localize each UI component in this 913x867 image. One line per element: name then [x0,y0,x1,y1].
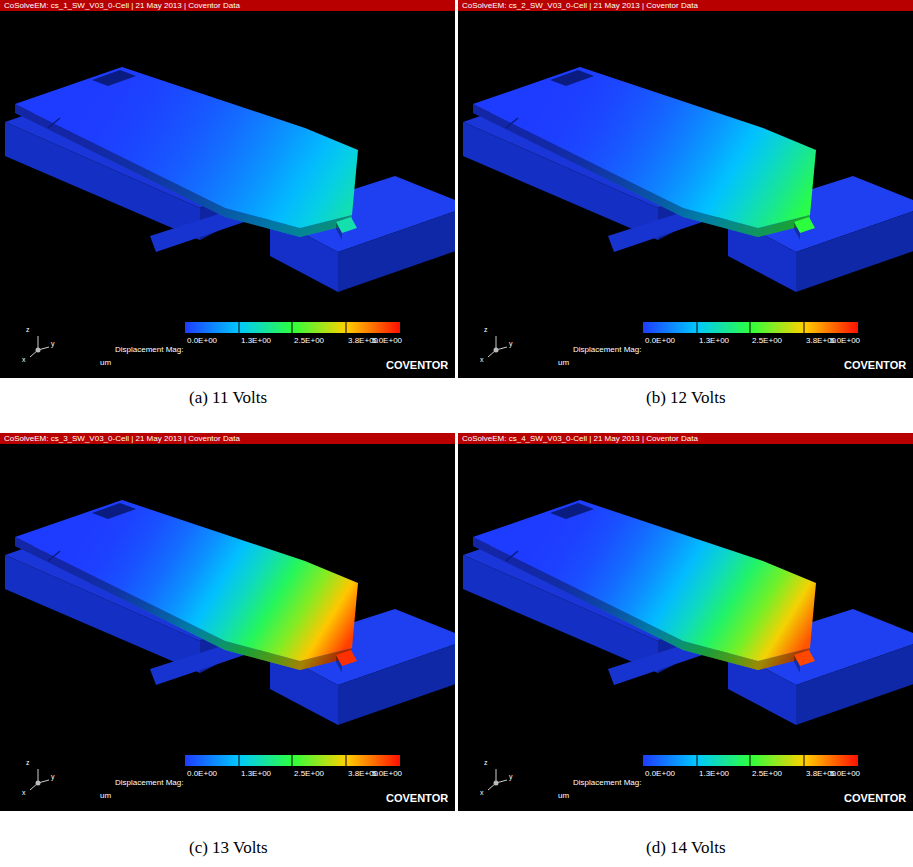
header-bar [458,0,913,11]
contact-pad-side [796,206,913,292]
tick-value: 2.5E+00 [752,336,782,346]
axis-label: x [22,789,26,797]
color-scale-divider [750,755,751,766]
axis-origin [36,348,41,353]
anchor-slot [92,503,136,519]
header-text: CoSolveEM: cs_3_SW_V03_0-Cell | 21 May 2… [4,433,240,444]
header-text: CoSolveEM: cs_1_SW_V03_0-Cell | 21 May 2… [4,0,240,11]
unit-label: um [100,358,111,368]
tick-value: 2.5E+00 [294,769,324,779]
simulation-panel [0,433,455,811]
axis-origin [494,781,499,786]
axis-label: y [51,340,55,348]
figure-caption: (d) 14 Volts [646,838,726,858]
axis-label: z [26,759,30,767]
figure-caption: (a) 11 Volts [189,388,267,408]
beam-top [15,67,358,228]
legend-title: Displacement Mag: [115,778,183,788]
anchor-slot [550,70,594,86]
axis-label: y [509,340,513,348]
color-scale-divider [239,322,240,333]
color-scale-divider [346,322,347,333]
anchor-mark [506,118,518,128]
tick-value: 5.0E+00 [830,336,860,346]
unit-label: um [558,791,569,801]
contact-tip-shade [336,222,342,240]
legend-title: Displacement Mag: [573,345,641,355]
contact-pad-side [338,206,455,292]
anchor-slot [550,503,594,519]
color-scale-divider [239,755,240,766]
header-bar [0,0,455,11]
tick-value: 5.0E+00 [372,769,402,779]
color-scale-bar [185,322,400,333]
legend-title: Displacement Mag: [573,778,641,788]
axis-label: x [480,789,484,797]
color-scale-divider [697,322,698,333]
color-scale-bar [643,755,858,766]
color-scale-divider [346,755,347,766]
axis-label: x [480,356,484,364]
brand-label: COVENTOR [844,792,906,805]
color-scale-divider [804,322,805,333]
axis-label: z [484,326,488,334]
anchor-slot [92,70,136,86]
beam-top [473,500,816,661]
axis-label: z [484,759,488,767]
anchor-mark [48,551,60,561]
tick-value: 0.0E+00 [645,769,675,779]
axis-label: y [51,773,55,781]
tick-value: 0.0E+00 [187,769,217,779]
tick-value: 0.0E+00 [645,336,675,346]
header-text: CoSolveEM: cs_4_SW_V03_0-Cell | 21 May 2… [462,433,698,444]
contact-pad-side [338,639,455,725]
brand-label: COVENTOR [386,792,448,805]
anchor-mark [506,551,518,561]
beam-top [473,67,816,228]
simulation-panel [458,433,913,811]
color-scale-divider [292,755,293,766]
tick-value: 0.0E+00 [187,336,217,346]
figure-caption: (b) 12 Volts [646,388,726,408]
tick-value: 2.5E+00 [752,769,782,779]
header-bar [0,433,455,444]
brand-label: COVENTOR [386,359,448,372]
contact-tip-shade [336,655,342,673]
tick-value: 2.5E+00 [294,336,324,346]
figure-caption: (c) 13 Volts [189,838,268,858]
simulation-panel [458,0,913,378]
tick-value: 1.3E+00 [241,336,271,346]
tick-value: 5.0E+00 [372,336,402,346]
tick-value: 1.3E+00 [699,336,729,346]
color-scale-divider [804,755,805,766]
color-scale-divider [750,322,751,333]
color-scale-bar [185,755,400,766]
brand-label: COVENTOR [844,359,906,372]
axis-origin [36,781,41,786]
tick-value: 1.3E+00 [699,769,729,779]
axis-label: x [22,356,26,364]
tick-value: 5.0E+00 [830,769,860,779]
simulation-panel [0,0,455,378]
beam-top [15,500,358,661]
color-scale-divider [292,322,293,333]
unit-label: um [100,791,111,801]
contact-tip-shade [794,222,800,240]
contact-tip-shade [794,655,800,673]
axis-origin [494,348,499,353]
anchor-mark [48,118,60,128]
axis-label: y [509,773,513,781]
tick-value: 1.3E+00 [241,769,271,779]
legend-title: Displacement Mag: [115,345,183,355]
header-text: CoSolveEM: cs_2_SW_V03_0-Cell | 21 May 2… [462,0,698,11]
color-scale-divider [697,755,698,766]
color-scale-bar [643,322,858,333]
header-bar [458,433,913,444]
unit-label: um [558,358,569,368]
contact-pad-side [796,639,913,725]
axis-label: z [26,326,30,334]
